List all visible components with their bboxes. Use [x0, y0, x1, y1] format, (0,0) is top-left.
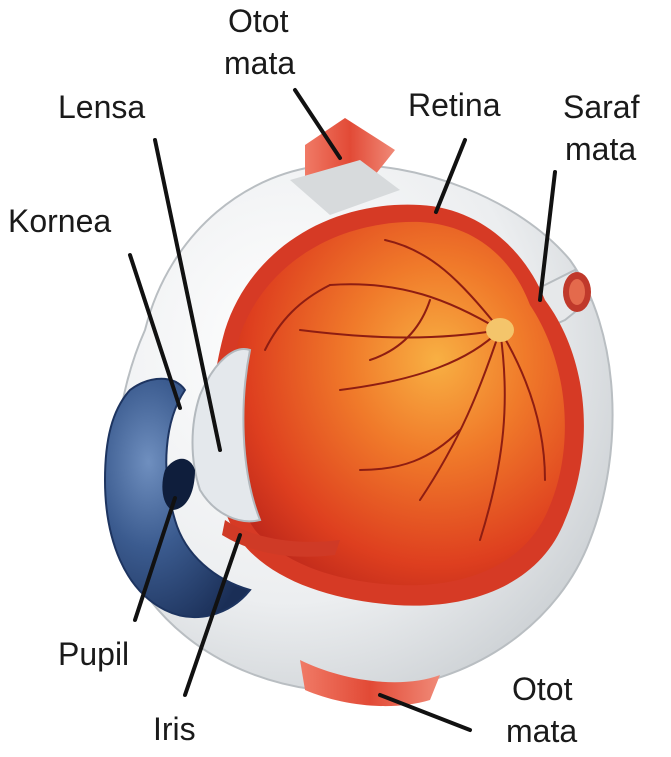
label-saraf-2: mata [565, 131, 636, 167]
label-otot-top-2: mata [224, 45, 295, 81]
label-kornea: Kornea [8, 203, 111, 239]
label-iris: Iris [153, 711, 196, 747]
label-pupil: Pupil [58, 636, 129, 672]
label-otot-bottom-2: mata [506, 713, 577, 749]
label-lensa: Lensa [58, 89, 145, 125]
optic-disc [486, 318, 514, 342]
optic-nerve-core [569, 279, 585, 305]
label-otot-top-1: Otot [228, 3, 289, 39]
label-saraf-1: Saraf [563, 89, 640, 125]
retina-surface [228, 222, 565, 585]
label-otot-bottom-1: Otot [512, 671, 573, 707]
label-retina: Retina [408, 87, 501, 123]
